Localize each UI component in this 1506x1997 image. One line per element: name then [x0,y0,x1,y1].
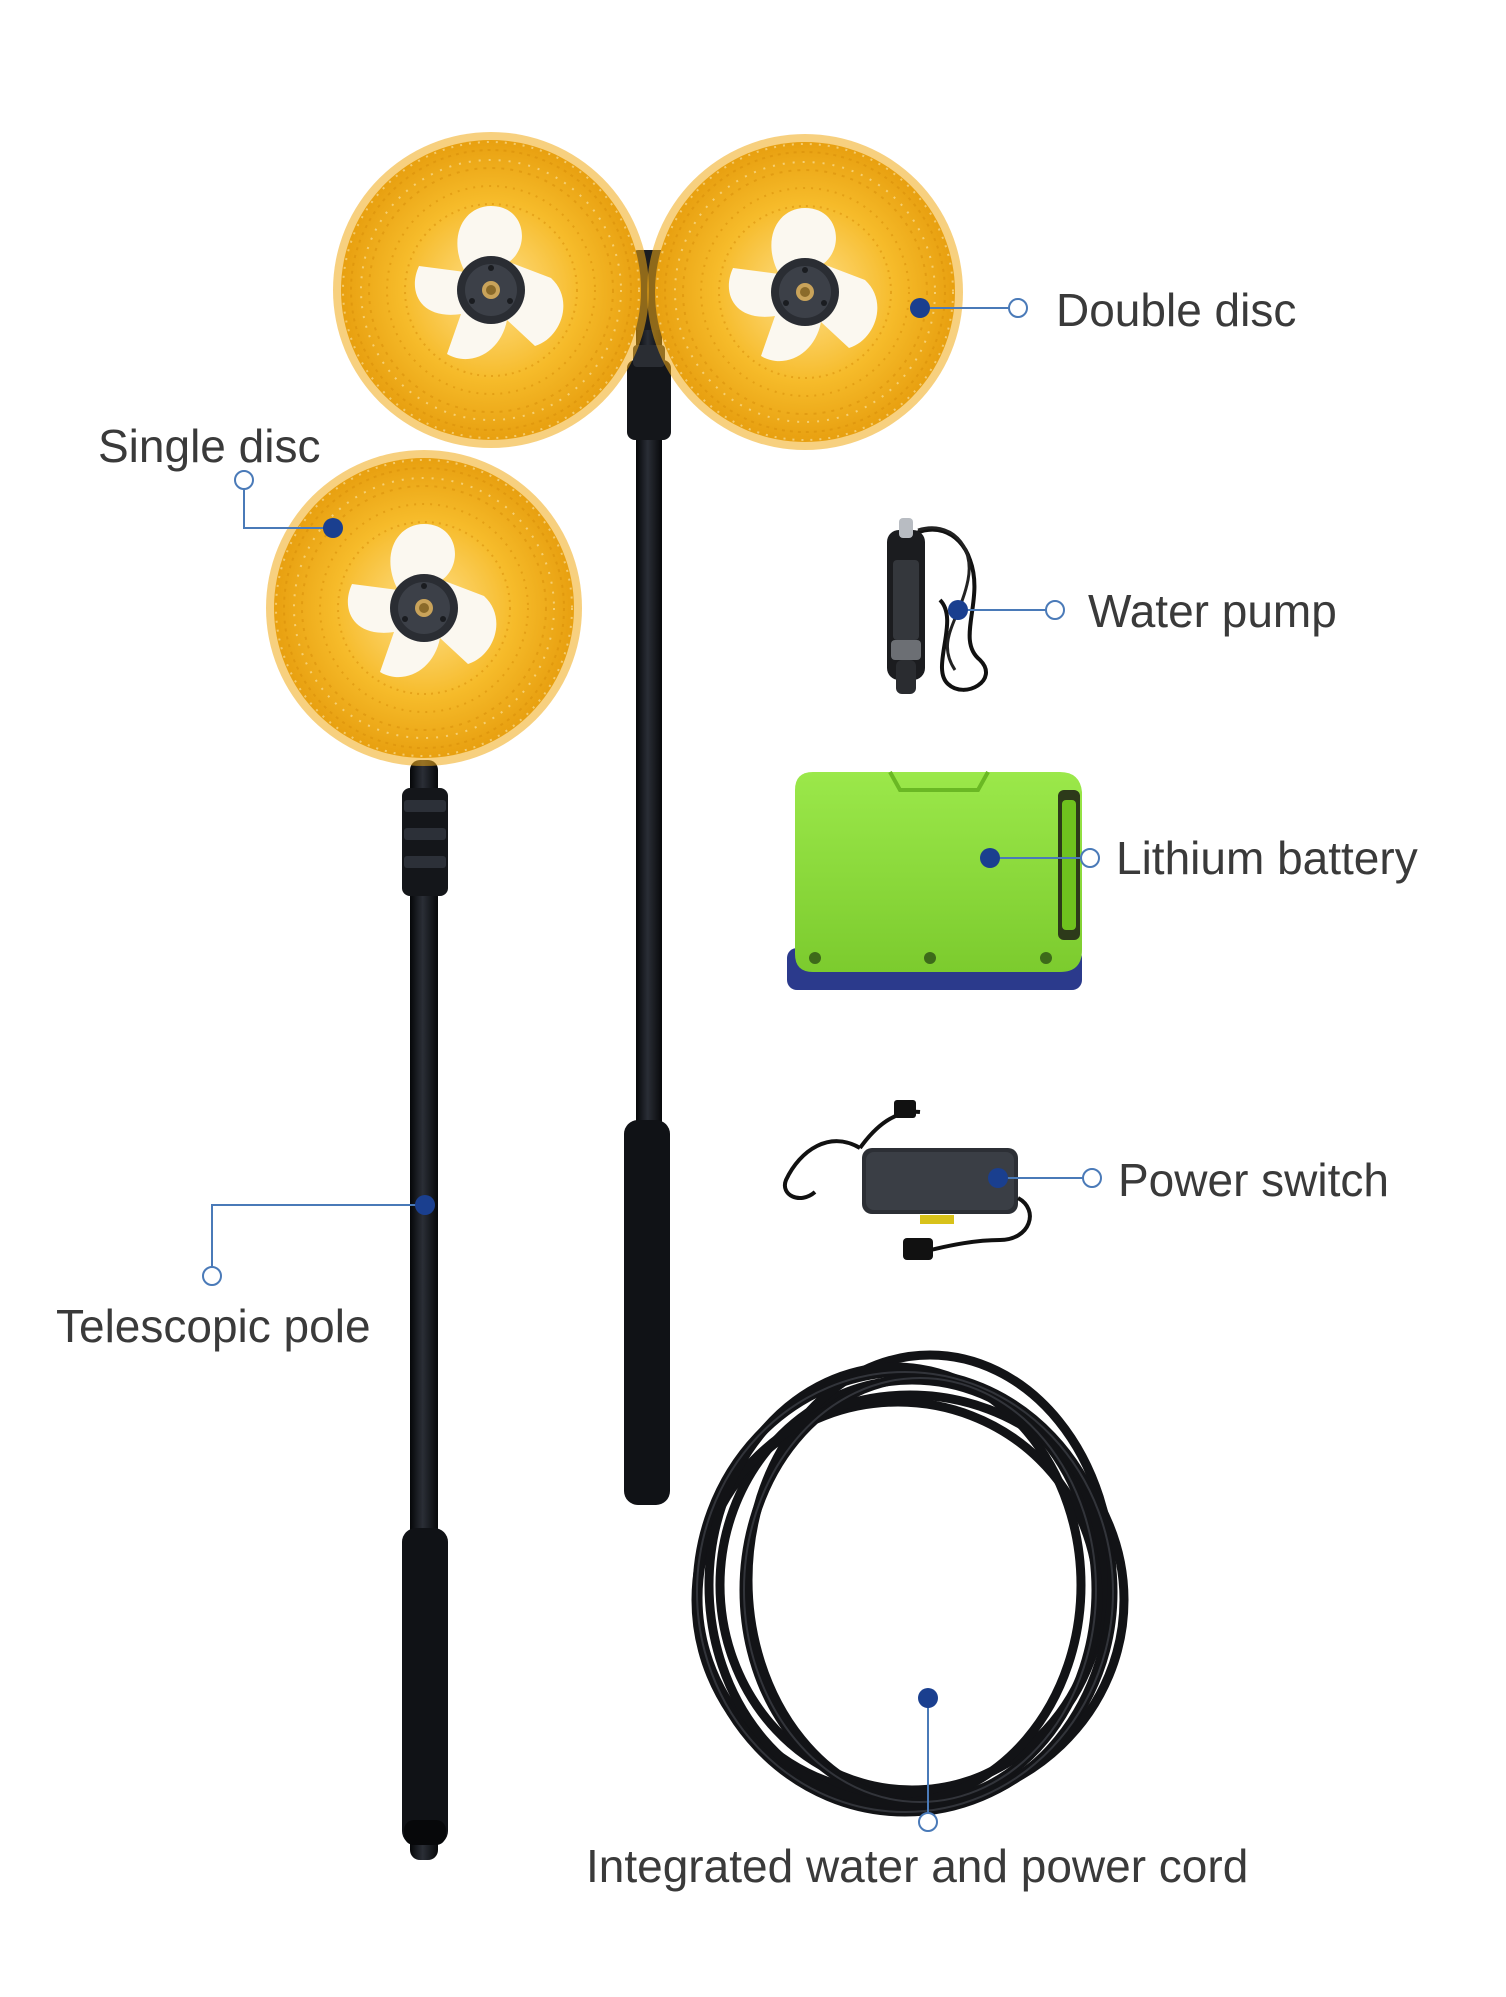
label-telescopic-pole: Telescopic pole [56,1300,371,1352]
callout-ring [1082,1168,1102,1188]
callout-water-pump [948,600,1065,620]
callout-dot [415,1195,435,1215]
round-brush-icon [646,133,964,451]
label-power-switch: Power switch [1118,1154,1389,1206]
callout-lithium-battery [980,848,1100,868]
water-pump-icon [887,518,988,694]
callout-cord [918,1688,938,1832]
callout-dot [323,518,343,538]
callout-dot [910,298,930,318]
label-single-disc: Single disc [98,420,320,472]
callout-ring [202,1266,222,1286]
coiled-cord-icon [691,1350,1129,1817]
callout-ring [234,470,254,490]
round-brush-icon [265,449,583,767]
battery-icon [787,771,1082,990]
power-adapter-icon [782,1100,1032,1260]
telescopic-pole [402,760,448,1860]
callout-dot [948,600,968,620]
callout-ring [918,1812,938,1832]
callout-lines [202,298,1102,1832]
callout-ring [1008,298,1028,318]
callout-ring [1080,848,1100,868]
label-lithium-battery: Lithium battery [1116,832,1418,884]
round-brush-icon [332,131,650,449]
single-disc-brush [265,449,583,767]
label-double-disc: Double disc [1056,284,1296,336]
callout-double-disc [910,298,1028,318]
label-cord: Integrated water and power cord [586,1840,1248,1892]
callout-telescopic-pole [202,1195,435,1286]
callout-power-switch [988,1168,1102,1188]
label-water-pump: Water pump [1088,585,1337,637]
double-disc-pole [624,262,671,1505]
callout-dot [918,1688,938,1708]
callout-dot [980,848,1000,868]
double-disc-brush [332,131,964,451]
cord-highlight [696,1371,1114,1813]
callout-ring [1045,600,1065,620]
callout-single-disc [234,470,343,538]
callout-dot [988,1168,1008,1188]
